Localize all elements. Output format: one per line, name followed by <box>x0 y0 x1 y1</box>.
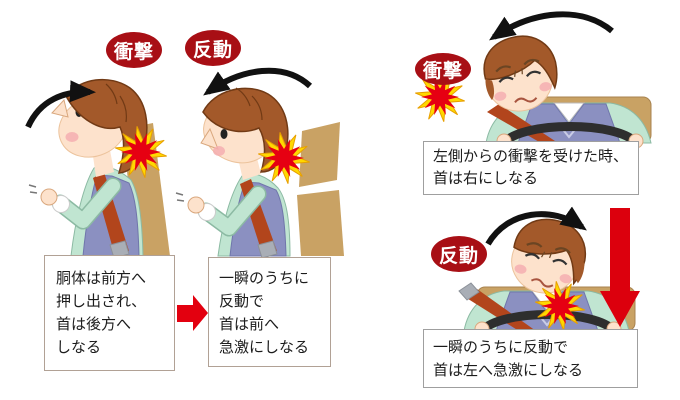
caption-line: 首は右にしなる <box>433 170 539 187</box>
caption-line: 左側からの衝撃を受けた時、 <box>433 148 629 165</box>
recoil-caption-box: 一瞬のうちに 反動で 首は前へ 急激にしなる <box>208 257 331 367</box>
caption-line: 押し出され、 <box>56 293 147 310</box>
recoil-front-figure <box>458 218 636 337</box>
steering-wheel <box>500 122 640 147</box>
downward-force-arrow-icon <box>600 208 640 327</box>
recoil-caption-box: 一瞬のうちに反動で 首は左へ急激にしなる <box>423 329 638 388</box>
caption-line: 急激にしなる <box>219 339 310 356</box>
caption-line: 胴体は前方へ <box>56 270 147 287</box>
caption-line: しなる <box>56 339 102 356</box>
head-right-tilt-arrow-icon <box>489 11 614 41</box>
caption-line: 首は左へ急激にしなる <box>433 362 584 379</box>
caption-line: 首は後方へ <box>56 316 132 333</box>
caption-line: 反動で <box>219 293 265 310</box>
caption-line: 首は前へ <box>219 316 280 333</box>
head-left-tilt-arrow-icon <box>485 206 587 246</box>
impact-burst-icon <box>115 126 167 178</box>
seat-back-broken-bottom <box>297 190 344 256</box>
impact-label-badge: 衝撃 <box>106 32 162 68</box>
head-forward-arrow-icon <box>203 67 313 96</box>
recoil-label-badge: 反動 <box>185 30 241 66</box>
seatbelt <box>487 104 558 143</box>
head-back-arrow-icon <box>25 80 96 129</box>
impact-side-figure <box>28 78 170 259</box>
sequence-arrow-icon <box>177 295 208 331</box>
tilted-head <box>483 35 558 112</box>
recoil-burst-icon <box>535 281 585 331</box>
impact-caption-box: 左側からの衝撃を受けた時、 首は右にしなる <box>423 141 639 195</box>
tilted-head <box>511 218 587 294</box>
recoil-label-badge: 反動 <box>431 236 487 272</box>
seat-back-broken-top <box>299 122 340 187</box>
caption-line: 一瞬のうちに反動で <box>433 339 569 356</box>
recoil-burst-icon <box>258 132 310 184</box>
caption-line: 一瞬のうちに <box>219 270 310 287</box>
impact-caption-box: 胴体は前方へ 押し出され、 首は後方へ しなる <box>44 255 175 371</box>
recoil-side-figure <box>175 87 344 259</box>
impact-label-badge: 衝撃 <box>415 53 471 85</box>
impact-front-figure <box>415 35 652 149</box>
